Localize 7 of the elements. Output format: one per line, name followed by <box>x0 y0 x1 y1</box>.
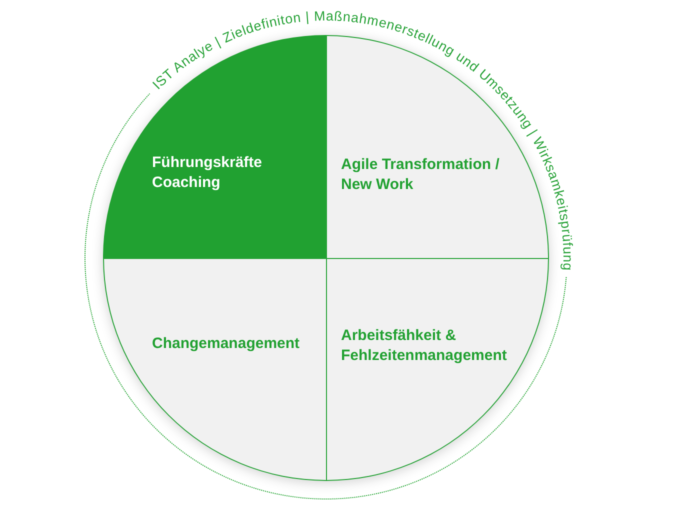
separator-label: | <box>304 10 310 24</box>
quadrant-label: Changemanagement <box>152 334 300 354</box>
quadrant-label: Agile Transformation / New Work <box>341 155 500 195</box>
separator-label: | <box>212 34 223 50</box>
quadrant-label: Führungskräfte Coaching <box>152 153 264 193</box>
separator-label: | <box>526 127 540 138</box>
quadrant-label: Arbeitsfähkeit & Fehlzeitenmanagement <box>341 326 508 366</box>
